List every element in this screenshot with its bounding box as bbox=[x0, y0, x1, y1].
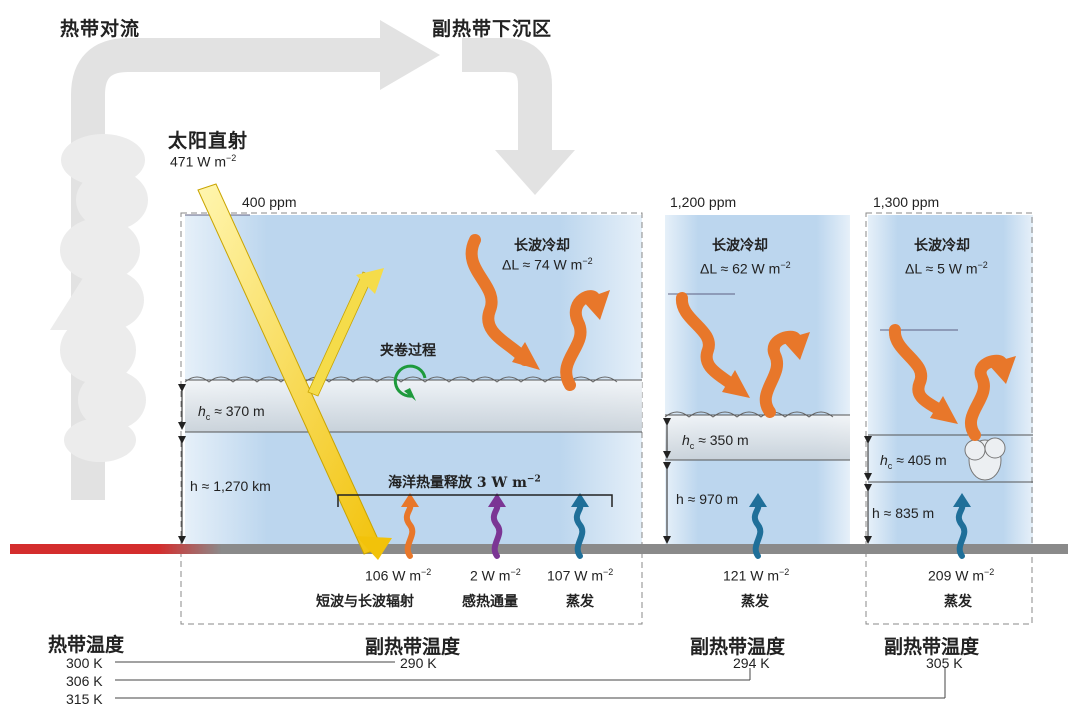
lw-arrows-1 bbox=[465, 234, 601, 391]
lw-arrows-2 bbox=[676, 292, 801, 418]
panel-2-stratocumulus bbox=[664, 411, 850, 461]
panel-3-frame bbox=[865, 212, 1033, 625]
panel-1-frame bbox=[180, 212, 643, 625]
panel-1-ppm: 400 ppm bbox=[242, 194, 297, 210]
tropical-temp-1: 300 K bbox=[66, 655, 103, 671]
flux-label-3: 蒸发 bbox=[566, 594, 594, 610]
flux-label-1: 短波与长波辐射 bbox=[316, 594, 414, 610]
panel-3-flux-value: 209 W m−2 bbox=[928, 567, 995, 584]
panel-2-flux-value: 121 W m−2 bbox=[723, 567, 790, 584]
temp-lines bbox=[115, 661, 946, 699]
panel-1-temp: 290 K bbox=[400, 655, 437, 671]
ocean-release-label: 海洋热量释放 3 W m−2 bbox=[388, 474, 541, 491]
tropical-temp-3: 315 K bbox=[66, 691, 103, 707]
flux-value-1: 106 W m−2 bbox=[365, 567, 432, 584]
height-dimensions bbox=[178, 384, 872, 544]
flux-value-3: 107 W m−2 bbox=[547, 567, 614, 584]
panel-1-hc: hc ≈ 370 m bbox=[198, 403, 265, 422]
panel-2-sky bbox=[665, 215, 850, 547]
panel-2-lw-value: ΔL ≈ 62 W m−2 bbox=[700, 260, 791, 277]
panel-1-lw-title: 长波冷却 bbox=[514, 238, 570, 254]
panel-3-h: h ≈ 835 m bbox=[872, 505, 935, 521]
ocean-release-bracket bbox=[337, 494, 613, 507]
ground bbox=[10, 544, 1068, 554]
panel-3-lw-value: ΔL ≈ 5 W m−2 bbox=[905, 260, 988, 277]
panel-3-temp: 305 K bbox=[926, 655, 963, 671]
tropical-temp-2: 306 K bbox=[66, 673, 103, 689]
panel-2-ppm: 1,200 ppm bbox=[670, 194, 737, 210]
direct-sun-value: 471 W m−2 bbox=[170, 153, 237, 170]
panel-2-flux-label: 蒸发 bbox=[741, 594, 769, 610]
panel-2-hc: hc ≈ 350 m bbox=[682, 432, 749, 451]
direct-sun-label: 太阳直射 bbox=[168, 130, 249, 152]
panel-3-temp-title: 副热带温度 bbox=[884, 636, 980, 658]
surface-flux-arrows bbox=[403, 502, 968, 559]
panel-3-hc: hc ≈ 405 m bbox=[880, 452, 947, 471]
entrainment-label: 夹卷过程 bbox=[380, 343, 436, 359]
panel-1-temp-title: 副热带温度 bbox=[365, 636, 461, 658]
panel-1-lw-value: ΔL ≈ 74 W m−2 bbox=[502, 256, 593, 273]
lw-arrows-3 bbox=[889, 324, 1007, 441]
panel-2-h: h ≈ 970 m bbox=[676, 491, 739, 507]
panel-2-temp-title: 副热带温度 bbox=[690, 636, 786, 658]
flux-value-2: 2 W m−2 bbox=[470, 567, 521, 584]
tropical-temp-title: 热带温度 bbox=[48, 634, 125, 656]
panel-3-ppm: 1,300 ppm bbox=[873, 194, 940, 210]
flux-label-2: 感热通量 bbox=[462, 594, 518, 610]
sun-ray bbox=[197, 183, 392, 560]
panel-3-flux-label: 蒸发 bbox=[944, 594, 972, 610]
panel-2-lw-title: 长波冷却 bbox=[712, 238, 768, 254]
panel-2-temp: 294 K bbox=[733, 655, 770, 671]
subtropical-subsidence-label: 副热带下沉区 bbox=[432, 18, 553, 40]
tropical-convection-label: 热带对流 bbox=[60, 18, 141, 40]
panel-1-h: h ≈ 1,270 km bbox=[190, 478, 271, 494]
tropical-cloud bbox=[60, 134, 148, 462]
panel-3-lw-title: 长波冷却 bbox=[914, 238, 970, 254]
entrainment-arrow-icon bbox=[393, 364, 427, 401]
